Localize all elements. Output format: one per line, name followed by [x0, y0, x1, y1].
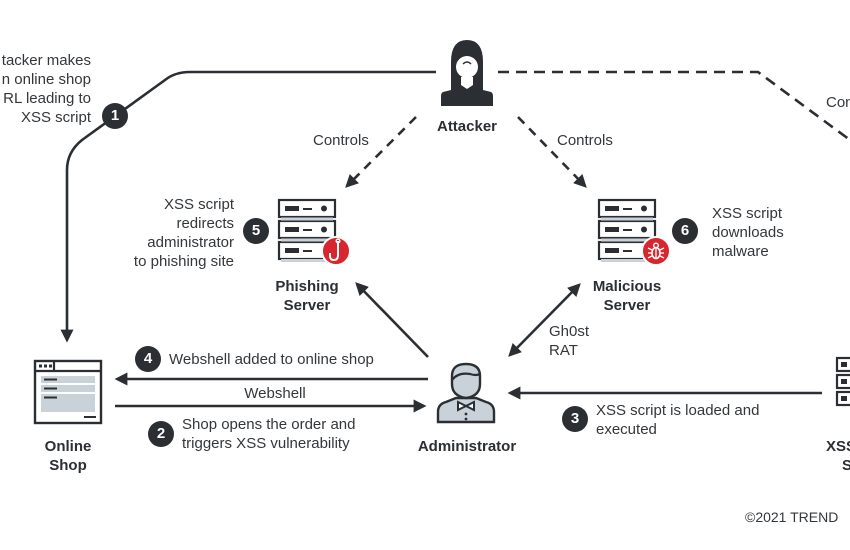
step-4-text: Webshell added to online shop: [169, 351, 374, 368]
step-4-badge: 4: [135, 346, 161, 372]
step-5-line: XSS script: [163, 196, 234, 213]
step-6-badge: 6: [672, 218, 698, 244]
edge-attacker-controls-xss-server: [498, 70, 850, 142]
copyright-text: ©2021 TREND: [745, 509, 839, 525]
step-5-line: administrator: [147, 234, 234, 251]
step-1-line: tacker makes: [1, 52, 91, 69]
phishing-server-label: Phishing Server: [262, 277, 352, 315]
step-3-badge: 3: [562, 406, 588, 432]
step-5-text: XSS script redirects administrator to ph…: [110, 195, 234, 271]
malicious-server-label-line: Server: [603, 297, 651, 314]
step-1-line: n online shop: [1, 71, 91, 88]
step-6-line: malware: [712, 243, 769, 260]
controls-right-label: Controls: [557, 132, 613, 149]
edge-controls-malicious: [517, 116, 587, 188]
user-bowtie-icon: [436, 362, 496, 424]
controls-left-label: Controls: [313, 132, 369, 149]
xss-server-icon: [835, 356, 850, 407]
step-6-line: downloads: [712, 224, 784, 241]
attacker-label: Attacker: [436, 118, 498, 135]
step-2-line: triggers XSS vulnerability: [182, 435, 350, 452]
xss-server-label-line: XSS: [826, 438, 850, 455]
administrator-label: Administrator: [417, 438, 517, 455]
step-1-text: tacker makes n online shop RL leading to…: [0, 51, 91, 127]
online-shop-label: Online Shop: [28, 437, 108, 475]
step-2-text: Shop opens the order and triggers XSS vu…: [182, 415, 355, 453]
edge-admin-to-phishing: [355, 282, 429, 358]
edge-admin-malicious-rat: [508, 283, 581, 357]
controls-far-right-label: Con: [826, 94, 850, 111]
xss-server-label-line: S: [842, 457, 850, 474]
step-6-line: XSS script: [712, 205, 783, 222]
phishing-server-label-line: Server: [283, 297, 331, 314]
step-5-badge: 5: [243, 218, 269, 244]
step-1-badge: 1: [102, 103, 128, 129]
webshell-label: Webshell: [244, 385, 306, 402]
fish-hook-icon: [321, 236, 351, 266]
step-3-line: XSS script is loaded and: [596, 402, 760, 419]
step-1-line: RL leading to: [3, 90, 91, 107]
gh0st-rat-label: Gh0st RAT: [549, 322, 589, 360]
malicious-server-label: Malicious Server: [580, 277, 674, 315]
step-6-text: XSS script downloads malware: [712, 204, 784, 261]
step-2-badge: 2: [148, 421, 174, 447]
online-shop-label-line: Shop: [49, 457, 87, 474]
xss-server-label: XSS S: [826, 437, 850, 475]
hooded-attacker-icon: [441, 40, 493, 106]
bug-icon: [641, 236, 671, 266]
step-5-line: redirects: [176, 215, 234, 232]
malicious-server-icon: [597, 198, 671, 266]
step-1-line: XSS script: [20, 109, 91, 126]
phishing-server-label-line: Phishing: [275, 278, 339, 295]
malicious-server-label-line: Malicious: [592, 278, 662, 295]
step-2-line: Shop opens the order and: [182, 416, 356, 433]
gh0st-rat-label-line: Gh0st: [549, 323, 590, 340]
step-3-line: executed: [596, 421, 657, 438]
browser-window-icon: [33, 359, 103, 425]
step-5-line: to phishing site: [133, 253, 234, 270]
step-3-text: XSS script is loaded and executed: [596, 401, 759, 439]
gh0st-rat-label-line: RAT: [549, 342, 578, 359]
online-shop-label-line: Online: [44, 438, 92, 455]
edge-controls-phishing: [345, 116, 417, 188]
phishing-server-icon: [277, 198, 351, 266]
